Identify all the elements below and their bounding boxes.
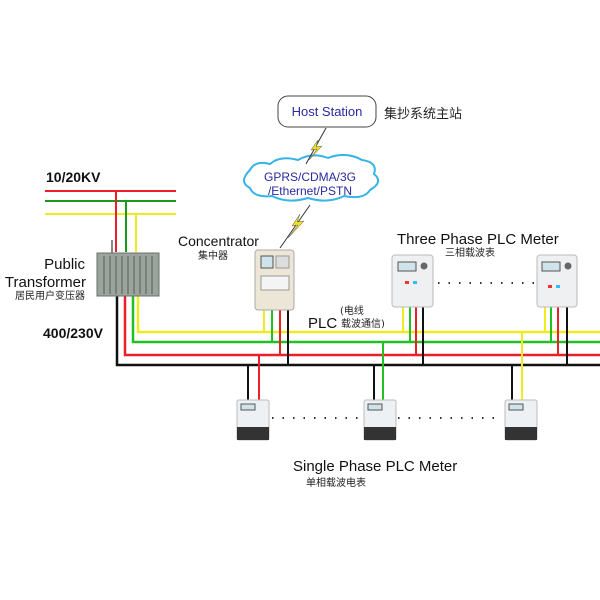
- wireless-lightning-icon: [305, 127, 327, 165]
- concentrator-cn: 集中器: [198, 249, 228, 262]
- transformer-label-1: Public: [44, 256, 85, 273]
- network-line-1: GPRS/CDMA/3G: [264, 170, 356, 184]
- single-phase-meter-icon: [236, 399, 270, 441]
- high-voltage-lines: [45, 190, 176, 252]
- hv-label: 10/20KV: [46, 169, 101, 185]
- three-phase-cn: 三相载波表: [445, 246, 495, 259]
- host-station-label: Host Station: [292, 104, 363, 119]
- host-station-cn: 集抄系统主站: [384, 106, 462, 122]
- concentrator-icon: [254, 249, 295, 311]
- single-phase-cn: 单相载波电表: [306, 476, 366, 489]
- transformer-icon: [96, 240, 160, 297]
- plc-cn-1: (电线: [340, 304, 364, 317]
- three-phase-label: Three Phase PLC Meter: [397, 231, 559, 248]
- single-phase-meter-icon: [363, 399, 397, 441]
- three-phase-meter-icon: [536, 254, 578, 308]
- lv-label: 400/230V: [43, 325, 104, 341]
- network-line-2: /Ethernet/PSTN: [268, 184, 352, 198]
- single-phase-label: Single Phase PLC Meter: [293, 458, 457, 475]
- plc-cn-2: 载波通信): [341, 317, 385, 330]
- concentrator-label: Concentrator: [178, 233, 259, 249]
- transformer-label-2: Transformer: [5, 274, 86, 291]
- transformer-cn: 居民用户变压器: [15, 289, 85, 302]
- meter-connections: [247, 305, 568, 400]
- three-phase-meter-icon: [391, 254, 434, 308]
- plc-label: PLC: [308, 315, 337, 332]
- wireless-lightning-icon: [279, 204, 311, 249]
- cloud-icon: [243, 154, 380, 202]
- single-phase-meter-icon: [504, 399, 538, 441]
- host-station-box: [277, 95, 377, 128]
- low-voltage-bus: [115, 295, 600, 367]
